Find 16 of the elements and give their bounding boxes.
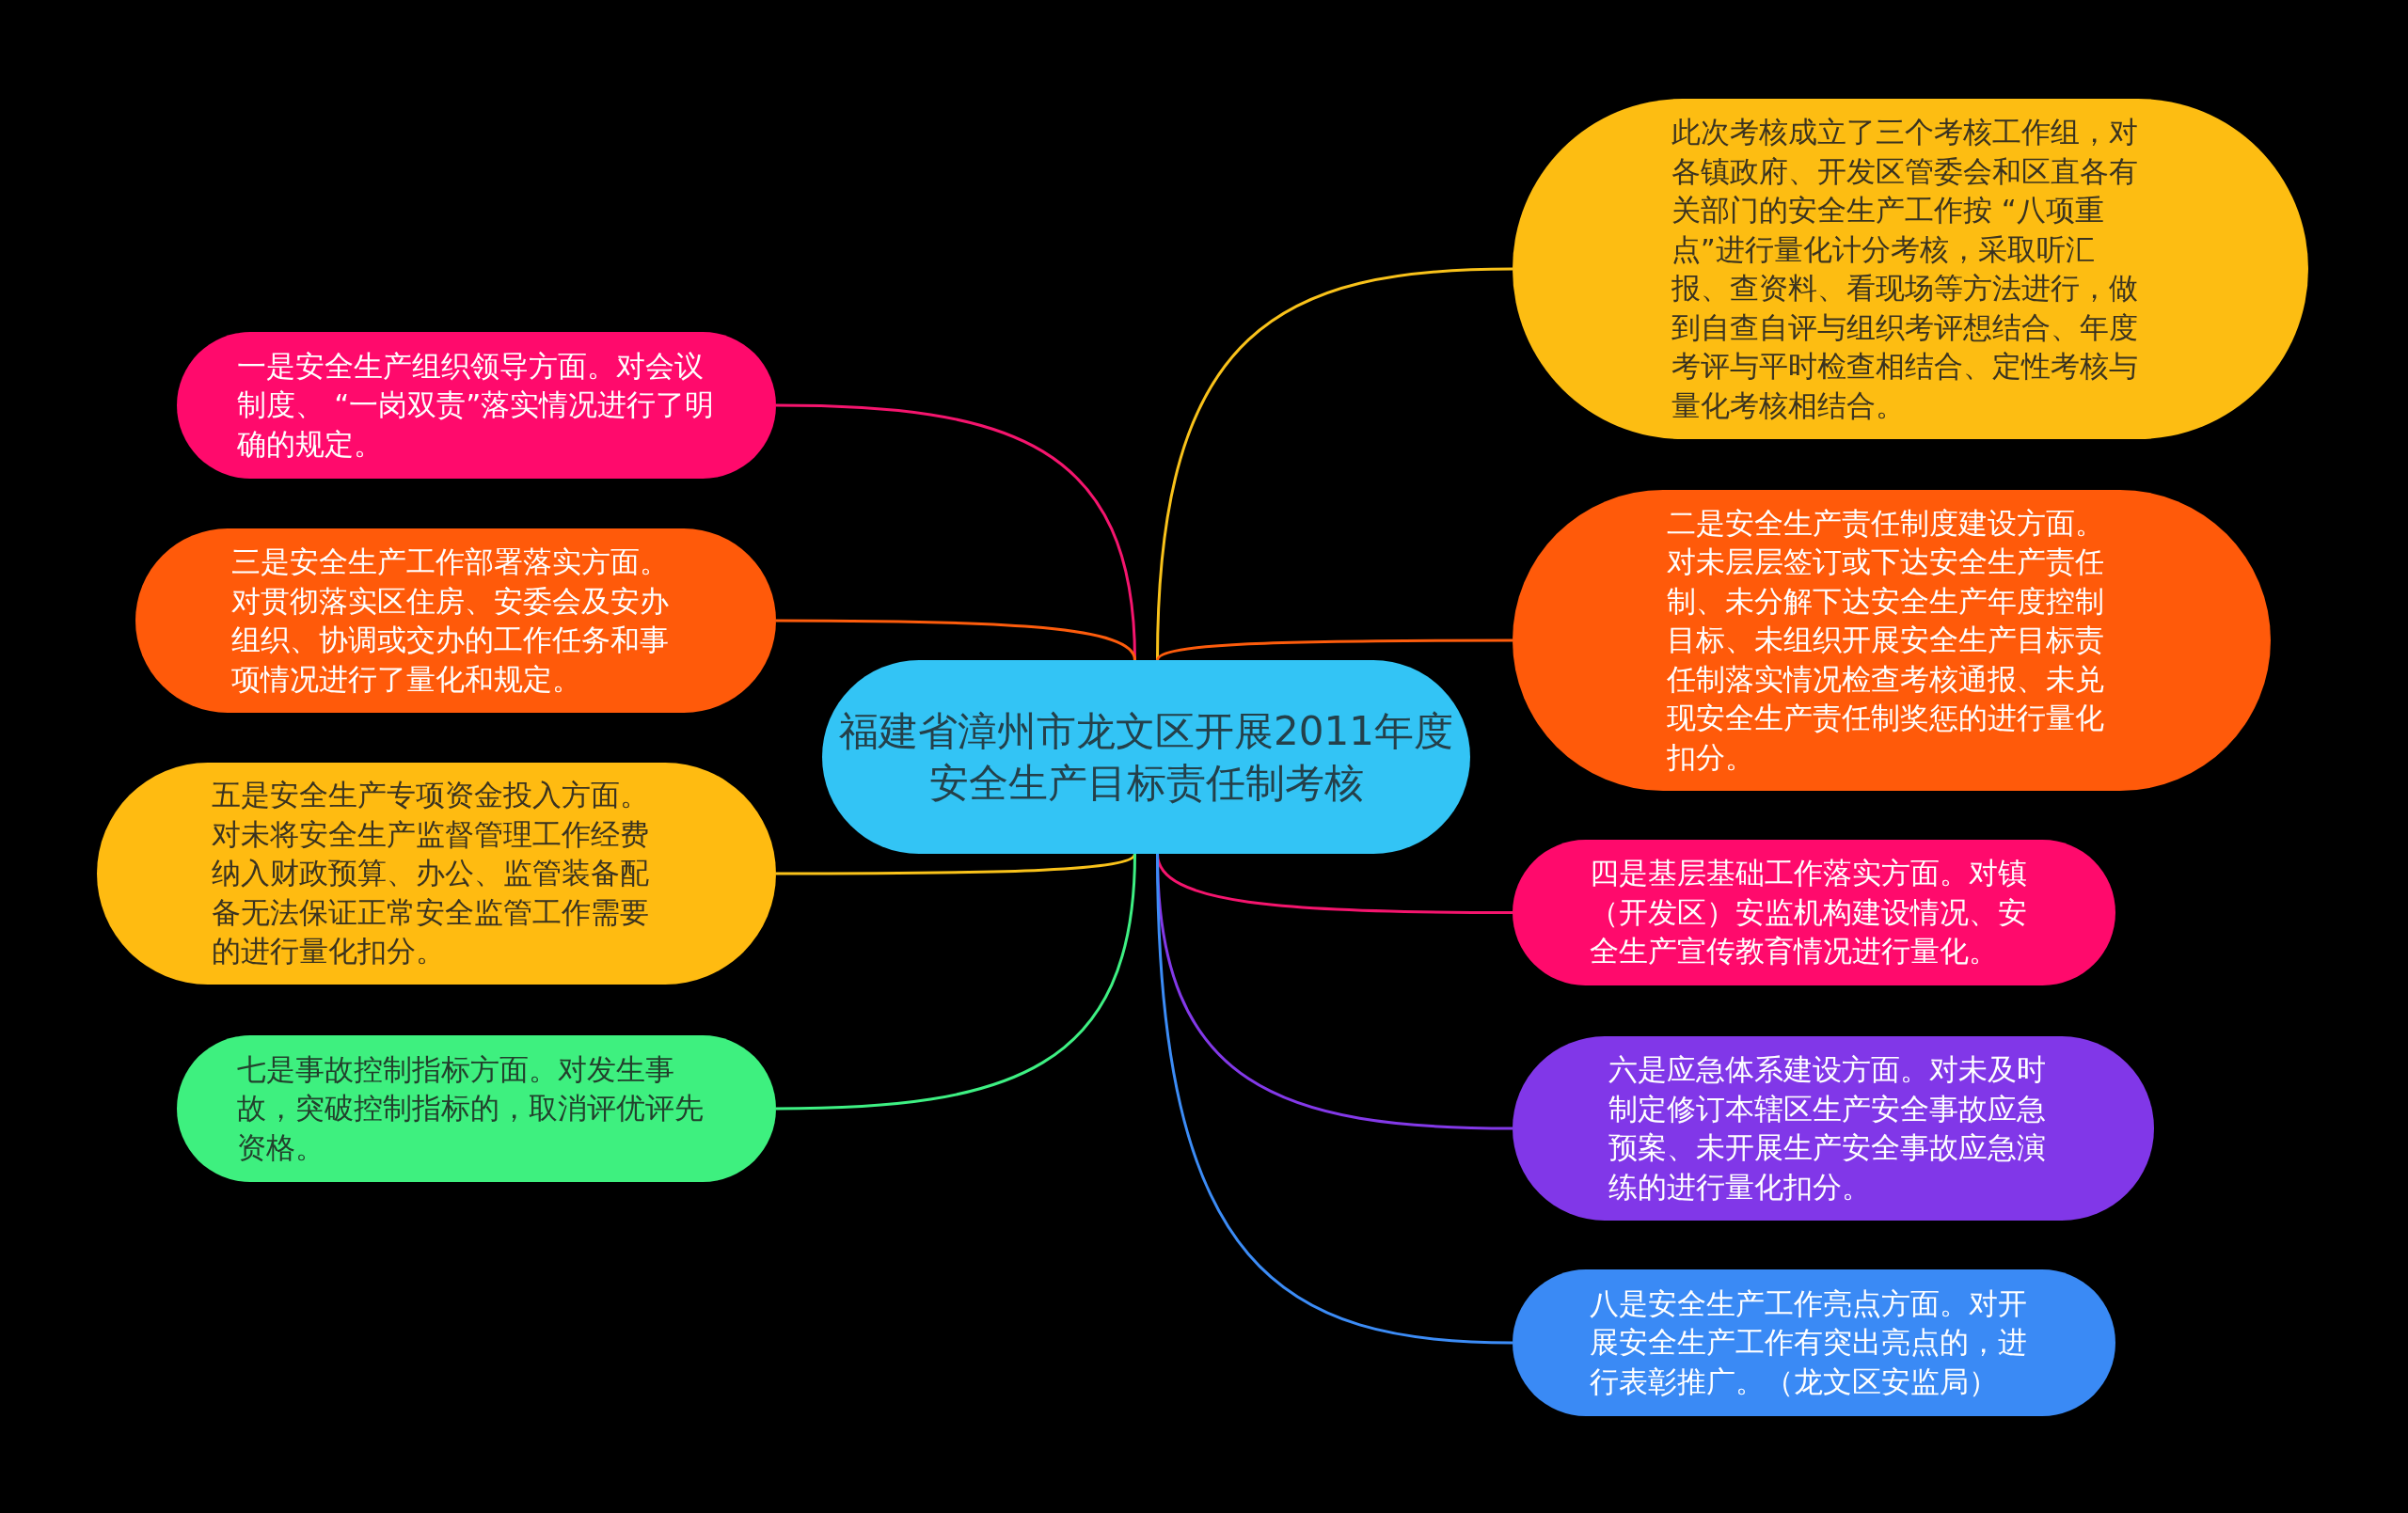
connector-line xyxy=(775,853,1136,1111)
connector-line xyxy=(1156,853,1513,1345)
topic-text: 二是安全生产责任制度建设方面。对未层层签订或下达安全生产责任制、未分解下达安全生产年度控制目标、未组织开展安全生产目标责任制落实情况检查考核通报、未兑现安全生产责任制奖惩的进行量化扣分。 xyxy=(1667,504,2106,776)
topic-text: 八是安全生产工作亮点方面。对开展安全生产工作有突出亮点的，进行表彰推广。（龙文区安监局） xyxy=(1589,1284,2028,1400)
topic-text: 三是安全生产工作部署落实方面。对贯彻落实区住房、安委会及安办组织、协调或交办的工作任务和事项情况进行了量化和规定。 xyxy=(230,544,670,698)
topic-text: 六是应急体系建设方面。对未及时制定修订本辖区生产安全事故应急预案、未开展生产安全事故应急演练的进行量化扣分。 xyxy=(1608,1051,2048,1206)
topic-text: 七是事故控制指标方面。对发生事故，突破控制指标的，取消评优评先资格。 xyxy=(237,1050,705,1166)
connector-line xyxy=(776,619,1136,661)
topic-text: 福建省漳州市龙文区开展2011年度安全生产目标责任制考核 xyxy=(838,707,1454,808)
topic-text: 五是安全生产专项资金投入方面。对未将安全生产监督管理工作经费纳入财政预算、办公、监管装备配备无法保证正常安全监管工作需要的进行量化扣分。 xyxy=(212,777,651,970)
topic-text: 此次考核成立了三个考核工作组，对各镇政府、开发区管委会和区直各有关部门的安全生产工作按 “八项重点”进行量化计分考核，采取听汇报、查资料、看现场等方法进行，做到自查自评与组织考评想结合、年度考评与平时检查相结合、定性考核与量化考核相结合。 xyxy=(1671,114,2139,424)
topic-text: 一是安全生产组织领导方面。对会议制度、 “一岗双责”落实情况进行了明确的规定。 xyxy=(237,347,716,463)
topic-text: 四是基层基础工作落实方面。对镇（开发区）安监机构建设情况、安全生产宣传教育情况进行量化。 xyxy=(1589,855,2028,970)
connector-line xyxy=(1156,267,1513,661)
connector-line xyxy=(776,853,1136,875)
connector-line xyxy=(1156,638,1513,661)
